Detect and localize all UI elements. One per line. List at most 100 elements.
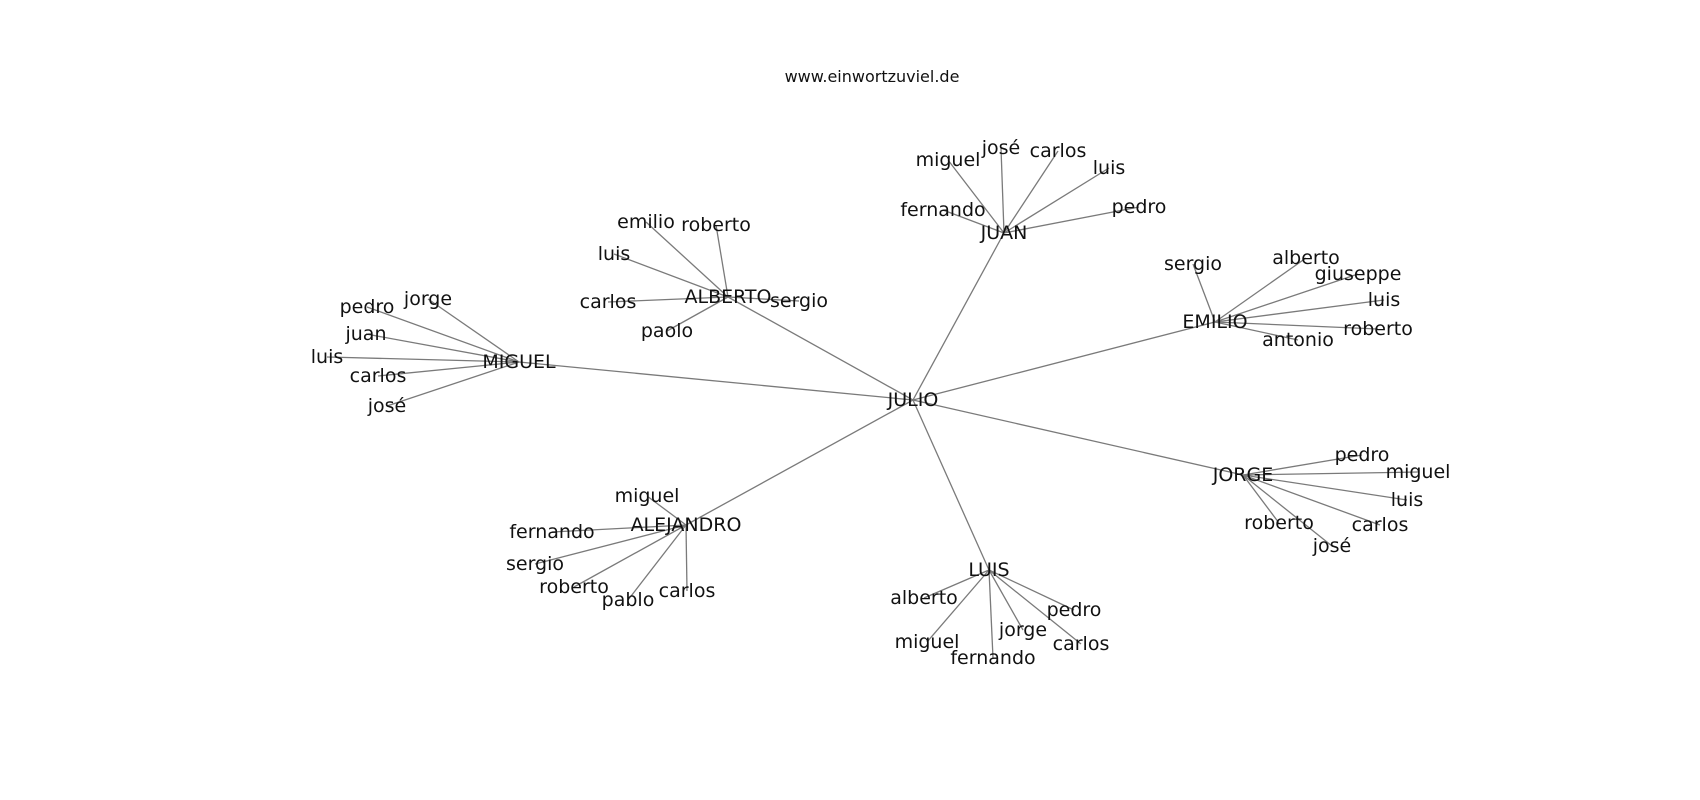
leaf-node-label: emilio [617, 211, 675, 233]
hub-node-label-alejandro: ALEJANDRO [631, 514, 742, 536]
edge-alejandro-leaf [685, 524, 688, 592]
edge-miguel-leaf [427, 298, 520, 363]
edge-emilio-leaf [1214, 273, 1359, 323]
edge-center-alberto [727, 296, 914, 401]
leaf-node-label: luis [598, 243, 631, 265]
leaf-node-label: roberto [681, 214, 751, 236]
edge-alejandro-leaf [551, 524, 687, 533]
edge-miguel-leaf [365, 333, 520, 363]
edge-emilio-leaf [1192, 263, 1216, 323]
edge-luis-leaf [988, 569, 1082, 645]
leaf-node-label: fernando [509, 521, 594, 543]
leaf-node-label: josé [981, 137, 1021, 159]
leaf-node-label: alberto [890, 587, 958, 609]
leaf-node-label: giuseppe [1315, 263, 1402, 285]
leaf-node-label: antonio [1262, 329, 1334, 351]
edge-alberto-leaf [607, 296, 729, 303]
edge-luis-leaf [926, 569, 990, 643]
hub-node-label-emilio: EMILIO [1182, 311, 1247, 333]
leaf-node-label: carlos [1352, 514, 1409, 536]
leaf-node-label: sergio [1164, 253, 1222, 275]
edge-alejandro-leaf [627, 524, 687, 601]
edge-alberto-leaf [613, 253, 729, 298]
leaf-node-label: jorge [998, 619, 1047, 641]
edge-jorge-leaf [1242, 474, 1408, 501]
leaf-node-label: luis [1093, 157, 1126, 179]
leaf-node-label: roberto [1244, 512, 1314, 534]
leaf-node-label: miguel [916, 149, 981, 171]
leaf-node-label: fernando [900, 199, 985, 221]
edge-luis-leaf [923, 569, 990, 599]
edge-alejandro-leaf [534, 524, 687, 565]
edge-miguel-leaf [326, 356, 520, 363]
edge-luis-leaf [988, 569, 1024, 631]
leaf-node-label: jorge [403, 288, 452, 310]
edge-emilio-leaf [1214, 299, 1385, 323]
edge-emilio-leaf [1214, 321, 1379, 330]
leaf-node-label: josé [1312, 535, 1352, 557]
leaf-node-label: miguel [1386, 461, 1451, 483]
edge-center-juan [912, 232, 1005, 401]
edge-emilio-leaf [1214, 257, 1307, 323]
edge-alberto-leaf [645, 221, 729, 298]
edge-center-luis [912, 399, 990, 571]
edge-juan-leaf [1003, 167, 1110, 234]
edge-juan-leaf [947, 159, 1005, 234]
hub-node-label-luis: LUIS [968, 559, 1009, 581]
edge-luis-leaf [988, 569, 1075, 611]
leaf-node-label: pedro [1335, 444, 1390, 466]
leaf-node-label: roberto [539, 576, 609, 598]
edge-jorge-leaf [1242, 474, 1333, 547]
edge-luis-leaf [988, 569, 994, 659]
edge-juan-leaf [942, 209, 1005, 234]
leaf-node-label: carlos [350, 365, 407, 387]
leaf-node-label: alberto [1272, 247, 1340, 269]
edge-jorge-leaf [1242, 454, 1363, 476]
leaf-node-label: sergio [506, 553, 564, 575]
leaf-node-label: pablo [602, 589, 655, 611]
edge-miguel-leaf [386, 361, 520, 407]
edge-juan-leaf [1003, 150, 1059, 234]
leaf-node-label: fernando [950, 647, 1035, 669]
edge-alejandro-leaf [573, 524, 687, 588]
leaf-node-label: pedro [1047, 599, 1102, 621]
edge-alberto-leaf [666, 296, 729, 332]
leaf-node-label: miguel [615, 485, 680, 507]
hub-node-label-jorge: JORGE [1212, 464, 1274, 486]
edge-alejandro-leaf [646, 495, 687, 526]
edge-juan-leaf [1000, 147, 1005, 234]
leaf-node-label: josé [367, 395, 407, 417]
edge-center-emilio [912, 321, 1216, 401]
page-title: www.einwortzuviel.de [785, 67, 960, 86]
leaf-node-label: miguel [895, 631, 960, 653]
edge-alberto-leaf [715, 224, 729, 298]
edge-miguel-leaf [366, 306, 520, 363]
edge-center-miguel [518, 361, 914, 401]
leaf-node-label: carlos [1030, 140, 1087, 162]
leaf-node-label: luis [311, 346, 344, 368]
edge-miguel-leaf [377, 361, 520, 377]
leaf-node-label: roberto [1343, 318, 1413, 340]
edge-jorge-leaf [1242, 474, 1381, 526]
edge-emilio-leaf [1214, 321, 1299, 341]
hub-node-label-miguel: MIGUEL [482, 351, 556, 373]
edge-alberto-leaf [727, 296, 800, 302]
leaf-node-label: carlos [580, 291, 637, 313]
leaf-node-label: pedro [340, 296, 395, 318]
leaf-node-label: carlos [659, 580, 716, 602]
leaf-node-label: luis [1368, 289, 1401, 311]
leaf-node-label: luis [1391, 489, 1424, 511]
edge-center-jorge [912, 399, 1244, 476]
edge-jorge-leaf [1242, 471, 1419, 476]
edge-jorge-leaf [1242, 474, 1280, 524]
edge-center-alejandro [685, 399, 914, 526]
edge-juan-leaf [1003, 206, 1140, 234]
edges-layer [326, 147, 1419, 659]
leaf-node-label: paolo [641, 320, 693, 342]
leaf-node-label: sergio [770, 290, 828, 312]
hub-node-label-juan: JUAN [980, 222, 1028, 244]
leaf-node-label: juan [344, 323, 386, 345]
center-node-label: JULIO [887, 389, 939, 411]
